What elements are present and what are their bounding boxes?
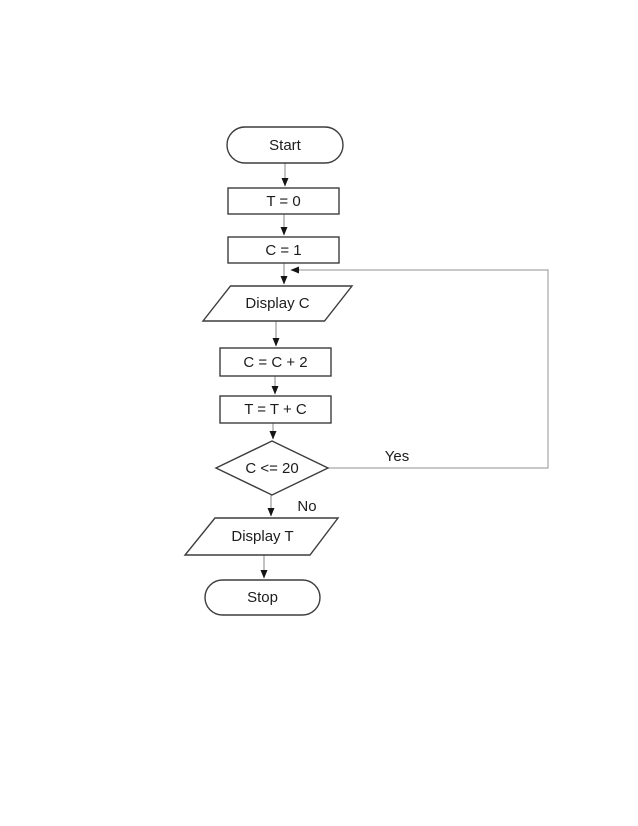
node-label-decision: C <= 20 <box>245 459 299 477</box>
node-label-display-t: Display T <box>231 528 294 545</box>
node-label-display-c: Display C <box>245 295 310 312</box>
node-label-init-t: T = 0 <box>266 192 301 210</box>
terminator-start-shape <box>226 126 344 164</box>
process-accumulate-t-shape <box>219 395 332 424</box>
io-display-t-shape <box>183 517 340 556</box>
node-label-increment-c: C = C + 2 <box>243 353 308 371</box>
node-label-stop: Stop <box>247 589 278 606</box>
decision-shape <box>214 440 330 496</box>
process-increment-c-shape <box>219 347 332 377</box>
branch-label-yes: Yes <box>384 447 410 465</box>
branch-label-no: No <box>297 497 317 515</box>
node-label-init-c: C = 1 <box>265 241 302 259</box>
node-label-start: Start <box>269 136 301 154</box>
node-label-accumulate-t: T = T + C <box>244 401 307 418</box>
terminator-stop-shape <box>204 579 321 616</box>
process-init-c-shape <box>227 236 340 264</box>
connector-decision-yes-loop <box>290 266 549 469</box>
io-display-c-shape <box>201 285 354 322</box>
process-init-t-shape <box>227 187 340 215</box>
